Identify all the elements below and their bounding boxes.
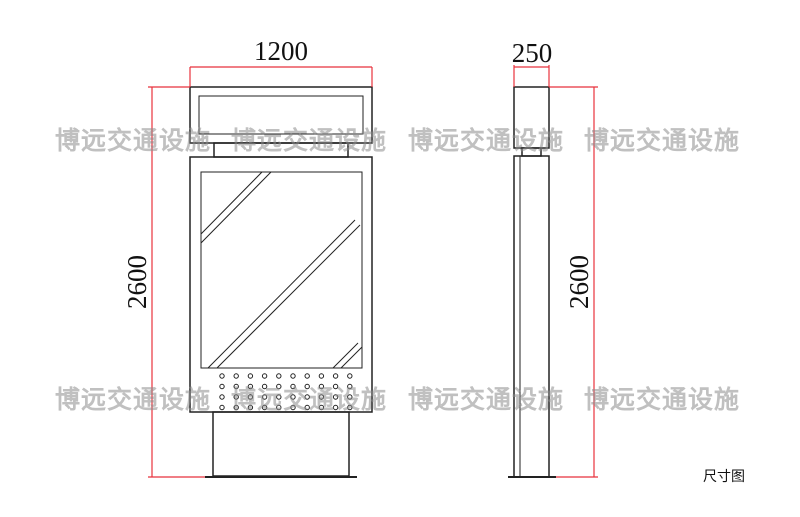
- vent-dot: [233, 383, 239, 390]
- front-view: [189, 86, 373, 478]
- vent-dot: [290, 404, 296, 411]
- vent-dot: [276, 404, 282, 411]
- front-top-sign-inner: [198, 95, 364, 135]
- vent-dot: [247, 373, 254, 379]
- side-width-label: 250: [512, 38, 553, 68]
- vent-dot: [261, 394, 268, 400]
- caption: 尺寸图: [703, 469, 745, 485]
- vent-dot: [304, 383, 310, 390]
- front-width-label: 1200: [254, 36, 308, 66]
- vent-dot: [347, 394, 353, 400]
- vent-grid: [219, 373, 353, 411]
- vent-dot: [318, 404, 325, 411]
- side-main-panel: [513, 155, 550, 478]
- vent-dot: [332, 394, 339, 400]
- glass-reflection: [200, 171, 363, 369]
- front-glass-panel: [200, 171, 363, 369]
- watermark-8: 博远交通设施: [584, 385, 741, 414]
- vent-dot: [233, 404, 239, 411]
- side-view: [508, 86, 556, 478]
- front-post: [212, 411, 350, 477]
- vent-dot: [261, 373, 268, 379]
- vent-dot: [276, 383, 282, 390]
- watermark-7: 博远交通设施: [408, 385, 565, 414]
- vent-dot: [332, 373, 339, 379]
- vent-dot: [290, 373, 296, 379]
- vent-dot: [247, 404, 254, 411]
- vent-dot: [219, 404, 225, 411]
- vent-dot: [290, 383, 296, 390]
- vent-dot: [347, 383, 353, 390]
- vent-dot: [261, 383, 268, 390]
- vent-dot: [219, 373, 225, 379]
- side-height-label: 2600: [564, 255, 594, 309]
- vent-dot: [276, 373, 282, 379]
- vent-dot: [219, 394, 225, 400]
- watermark-1: 博远交通设施: [55, 126, 212, 155]
- vent-dot: [304, 394, 310, 400]
- vent-dot: [318, 383, 325, 390]
- vent-dot: [347, 404, 353, 411]
- vent-dot: [332, 404, 339, 411]
- front-main-panel: [189, 156, 373, 413]
- front-height-label: 2600: [122, 255, 152, 309]
- vent-dot: [347, 373, 353, 379]
- vent-dot: [261, 404, 268, 411]
- watermark-4: 博远交通设施: [584, 126, 741, 155]
- vent-dot: [332, 383, 339, 390]
- dimension-lines: [148, 65, 598, 478]
- watermark-2: 博远交通设施: [231, 126, 388, 155]
- vent-dot: [290, 394, 296, 400]
- vent-dot: [318, 394, 325, 400]
- watermark-3: 博远交通设施: [408, 126, 565, 155]
- watermark-6: 博远交通设施: [231, 385, 388, 414]
- vent-dot: [304, 404, 310, 411]
- vent-dot: [318, 373, 325, 379]
- vent-dot: [304, 373, 310, 379]
- vent-dot: [247, 383, 254, 390]
- vent-dot: [247, 394, 254, 400]
- vent-dot: [233, 373, 239, 379]
- vent-dot: [219, 383, 225, 390]
- vent-dot: [276, 394, 282, 400]
- watermark-5: 博远交通设施: [55, 385, 212, 414]
- vent-dot: [233, 394, 239, 400]
